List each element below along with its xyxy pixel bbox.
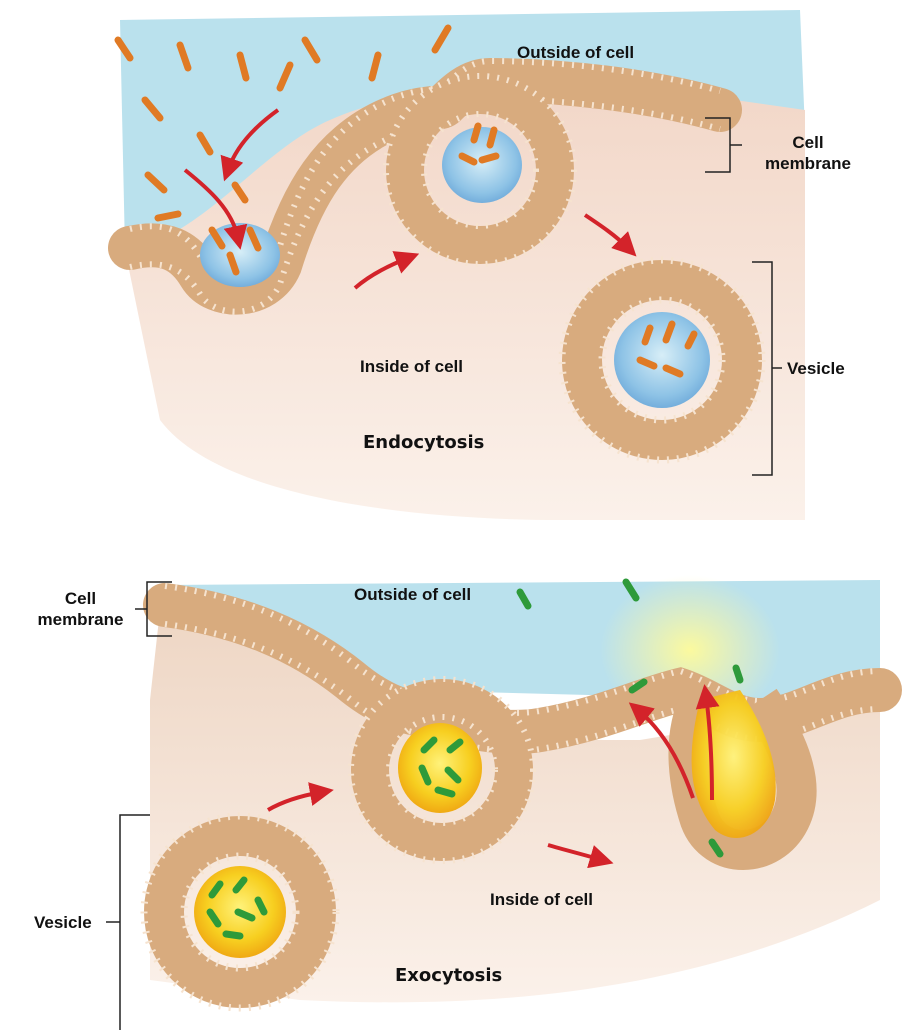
cell-membrane-label-bottom: Cell membrane <box>28 588 133 630</box>
cell-membrane-label-top: Cell membrane <box>748 132 868 174</box>
cell-membrane-label-top-line1: Cell <box>748 132 868 153</box>
vesicle-label-top: Vesicle <box>787 358 845 379</box>
pinching-pocket-fluid <box>442 127 522 203</box>
exocytosis-panel <box>106 575 880 1030</box>
fused-vesicle <box>688 690 796 850</box>
exocytosis-title: Exocytosis <box>395 965 502 986</box>
inside-cell-label-bottom: Inside of cell <box>490 889 593 910</box>
inside-cell-label-top: Inside of cell <box>360 356 463 377</box>
cell-membrane-label-bottom-line2: membrane <box>28 609 133 630</box>
endocytic-vesicle <box>562 260 762 460</box>
docking-vesicle <box>351 679 533 861</box>
outside-cell-label-top: Outside of cell <box>517 42 634 63</box>
outside-cell-label-bottom: Outside of cell <box>354 584 471 605</box>
vesicle-label-bottom: Vesicle <box>34 912 92 933</box>
cell-membrane-label-bottom-line1: Cell <box>28 588 133 609</box>
cell-membrane-label-top-line2: membrane <box>748 153 868 174</box>
endocytosis-title: Endocytosis <box>363 432 484 453</box>
